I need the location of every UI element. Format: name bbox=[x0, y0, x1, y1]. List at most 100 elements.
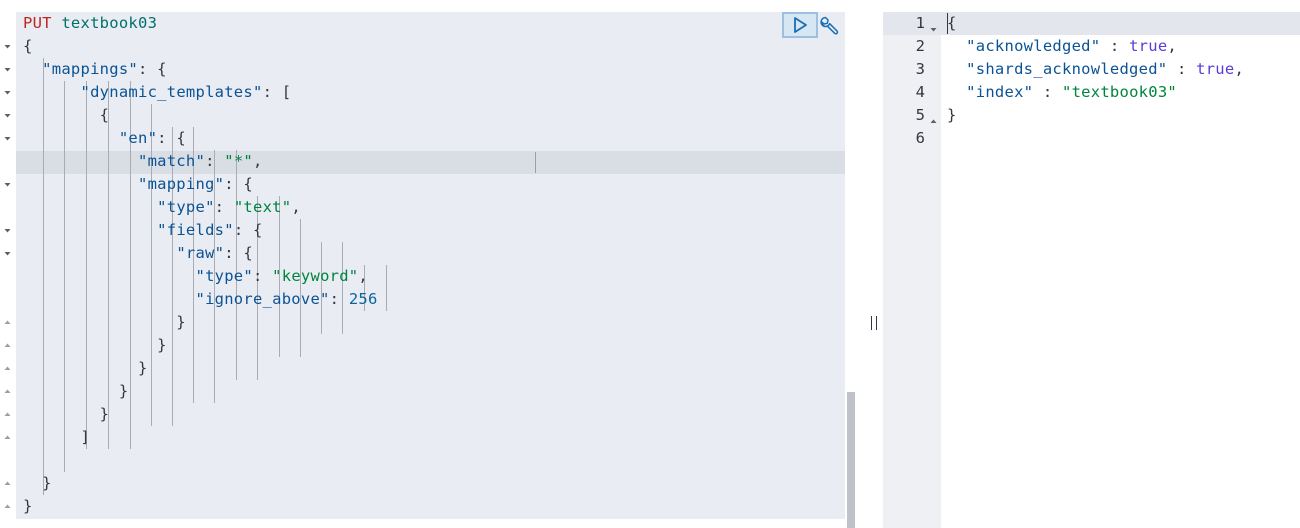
indent-guide bbox=[279, 196, 280, 357]
code-token: : bbox=[1100, 37, 1130, 55]
indent-guide bbox=[172, 127, 173, 426]
send-request-button[interactable] bbox=[782, 12, 818, 38]
play-icon bbox=[794, 17, 807, 33]
code-token: : bbox=[205, 152, 225, 170]
request-line: } bbox=[23, 472, 52, 495]
request-editor[interactable]: PUT textbook03{ "mappings": { "dynamic_t… bbox=[0, 0, 855, 528]
fold-collapse-icon[interactable] bbox=[3, 111, 12, 120]
resize-grip-icon[interactable] bbox=[871, 316, 877, 330]
code-token bbox=[23, 60, 42, 78]
code-token: textbook03 bbox=[61, 14, 158, 32]
request-scrollbar[interactable] bbox=[845, 12, 855, 528]
indent-guide bbox=[342, 242, 343, 334]
code-token: "type" bbox=[195, 267, 253, 285]
fold-collapse-icon[interactable] bbox=[929, 19, 938, 32]
code-token bbox=[23, 83, 81, 101]
fold-end-icon[interactable] bbox=[3, 479, 12, 488]
code-token bbox=[23, 152, 138, 170]
fold-collapse-icon[interactable] bbox=[3, 42, 12, 51]
response-line: } bbox=[947, 104, 957, 127]
code-token: "*" bbox=[224, 152, 253, 170]
response-gutter bbox=[883, 12, 941, 528]
line-number: 6 bbox=[915, 129, 925, 147]
fold-collapse-icon[interactable] bbox=[3, 65, 12, 74]
request-editor-background bbox=[16, 12, 845, 519]
code-token bbox=[23, 175, 138, 193]
code-token: 256 bbox=[348, 290, 378, 308]
fold-end-icon[interactable] bbox=[3, 341, 12, 350]
indent-guide bbox=[300, 219, 301, 357]
code-token bbox=[23, 290, 195, 308]
code-token: , bbox=[291, 198, 301, 216]
code-token: "shards_acknowledged" bbox=[966, 60, 1168, 78]
request-line: "fields": { bbox=[23, 219, 263, 242]
fold-collapse-icon[interactable] bbox=[3, 134, 12, 143]
code-token: } bbox=[23, 474, 52, 492]
request-line: } bbox=[23, 311, 186, 334]
code-token: , bbox=[358, 267, 368, 285]
request-line: } bbox=[23, 357, 148, 380]
code-token: "fields" bbox=[157, 221, 234, 239]
request-line: { bbox=[23, 104, 109, 127]
fold-end-icon[interactable] bbox=[3, 410, 12, 419]
code-token bbox=[23, 129, 119, 147]
request-line: "ignore_above": 256 bbox=[23, 288, 378, 311]
active-line-highlight bbox=[16, 151, 845, 174]
indent-guide bbox=[64, 81, 65, 472]
request-scrollbar-thumb[interactable] bbox=[847, 392, 855, 528]
request-line: "raw": { bbox=[23, 242, 253, 265]
fold-collapse-icon[interactable] bbox=[3, 249, 12, 258]
request-line: "type": "text", bbox=[23, 196, 301, 219]
settings-wrench-button[interactable] bbox=[818, 14, 842, 38]
request-line: } bbox=[23, 334, 167, 357]
code-token: "raw" bbox=[176, 244, 225, 262]
request-line: "type": "keyword", bbox=[23, 265, 368, 288]
code-token bbox=[23, 267, 195, 285]
code-token bbox=[52, 14, 62, 32]
fold-end-icon[interactable] bbox=[3, 318, 12, 327]
fold-end-icon[interactable] bbox=[3, 502, 12, 511]
wrench-icon bbox=[820, 16, 839, 35]
code-token: "en" bbox=[118, 129, 158, 147]
request-line: } bbox=[23, 403, 109, 426]
indent-guide bbox=[108, 81, 109, 449]
code-token: "mappings" bbox=[42, 60, 138, 78]
pane-resizer[interactable] bbox=[855, 0, 883, 528]
code-token: "text" bbox=[233, 198, 292, 216]
code-token bbox=[947, 60, 966, 78]
code-token: "type" bbox=[157, 198, 215, 216]
code-token: "keyword" bbox=[272, 267, 359, 285]
fold-end-icon[interactable] bbox=[3, 364, 12, 373]
code-token: , bbox=[1234, 60, 1245, 78]
response-active-line bbox=[883, 12, 1300, 35]
fold-end-icon[interactable] bbox=[929, 111, 938, 123]
response-cursor bbox=[947, 13, 948, 34]
code-token: "acknowledged" bbox=[966, 37, 1101, 55]
request-line: "match": "*", bbox=[23, 150, 263, 173]
indent-guide bbox=[214, 150, 215, 403]
code-token: , bbox=[252, 152, 263, 170]
fold-collapse-icon[interactable] bbox=[3, 88, 12, 97]
code-token bbox=[23, 244, 176, 262]
fold-collapse-icon[interactable] bbox=[3, 226, 12, 235]
code-token: { bbox=[23, 106, 110, 124]
code-token: true bbox=[1129, 37, 1168, 55]
fold-end-icon[interactable] bbox=[3, 433, 12, 442]
request-gutter bbox=[0, 12, 16, 519]
indent-guide bbox=[364, 265, 365, 311]
response-line: "acknowledged" : true, bbox=[947, 35, 1177, 58]
indent-guide bbox=[236, 150, 237, 380]
indent-guide bbox=[86, 81, 87, 449]
fold-end-icon[interactable] bbox=[3, 387, 12, 396]
code-token: : bbox=[252, 267, 273, 285]
line-number: 1 bbox=[915, 14, 925, 32]
code-token: PUT bbox=[23, 14, 52, 32]
fold-collapse-icon[interactable] bbox=[3, 180, 12, 189]
indent-guide bbox=[193, 127, 194, 403]
code-token: } bbox=[23, 359, 148, 377]
request-line: } bbox=[23, 380, 128, 403]
line-number: 2 bbox=[915, 37, 925, 55]
code-token: : { bbox=[224, 175, 253, 193]
indent-guide bbox=[321, 242, 322, 334]
